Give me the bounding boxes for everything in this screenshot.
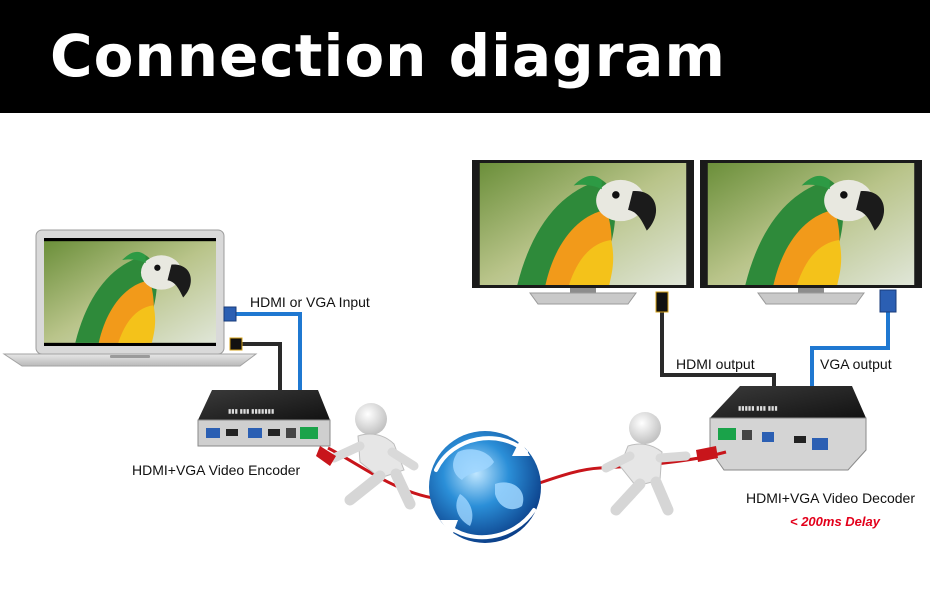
vga-input-cable bbox=[223, 306, 302, 392]
video-encoder-box: ▮▮▮ ▮▮▮ ▮▮▮▮▮▮▮ bbox=[197, 390, 331, 447]
label-latency: < 200ms Delay bbox=[790, 514, 880, 529]
label-hdmi-output: HDMI output bbox=[676, 356, 755, 372]
label-video-decoder: HDMI+VGA Video Decoder bbox=[746, 490, 915, 506]
connection-diagram: ▮▮▮ ▮▮▮ ▮▮▮▮▮▮▮ ▮▮▮▮▮ ▮▮▮ ▮▮▮ bbox=[2, 160, 922, 543]
internet-globe-icon bbox=[429, 431, 541, 543]
hdmi-output-cable bbox=[655, 291, 776, 388]
hdmi-monitor bbox=[472, 160, 694, 305]
hdmi-input-cable bbox=[229, 337, 282, 392]
label-hdmi-vga-input: HDMI or VGA Input bbox=[250, 294, 370, 310]
vga-output-cable bbox=[810, 289, 897, 390]
vga-monitor bbox=[700, 160, 922, 305]
svg-text:▮▮▮ ▮▮▮ ▮▮▮▮▮▮▮: ▮▮▮ ▮▮▮ ▮▮▮▮▮▮▮ bbox=[228, 409, 274, 415]
svg-text:▮▮▮▮▮ ▮▮▮ ▮▮▮: ▮▮▮▮▮ ▮▮▮ ▮▮▮ bbox=[738, 406, 778, 412]
laptop bbox=[2, 229, 258, 367]
page-title: Connection diagram bbox=[50, 22, 726, 90]
label-video-encoder: HDMI+VGA Video Encoder bbox=[132, 462, 301, 478]
figure-left bbox=[316, 403, 419, 510]
figure-right bbox=[601, 412, 718, 516]
label-vga-output: VGA output bbox=[820, 356, 892, 372]
title-banner: Connection diagram bbox=[0, 0, 930, 113]
video-decoder-box: ▮▮▮▮▮ ▮▮▮ ▮▮▮ bbox=[709, 386, 867, 471]
